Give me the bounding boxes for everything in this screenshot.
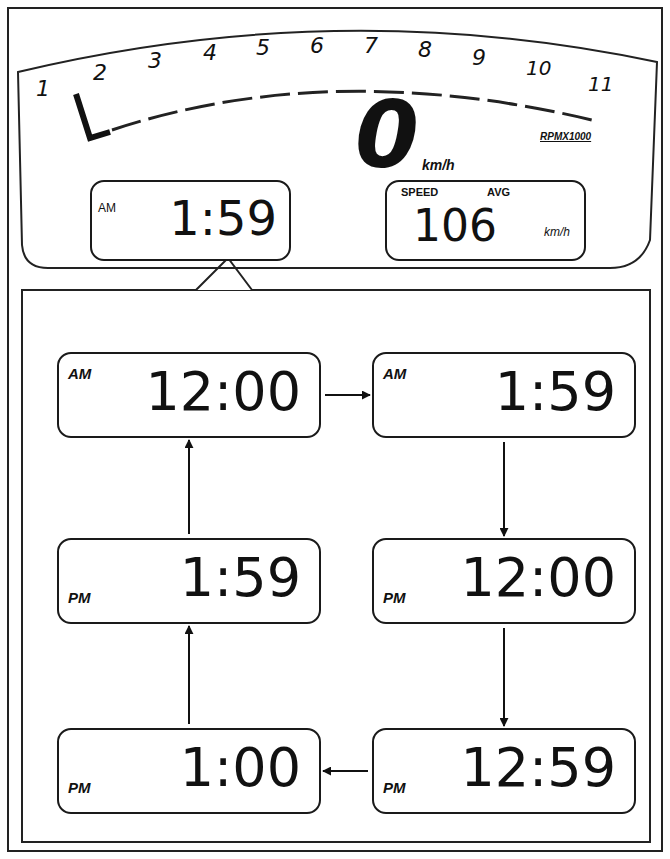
meridiem-mark: PM (383, 590, 406, 605)
speed-digit: 0 (355, 90, 419, 182)
tach-number: 4 (203, 42, 217, 64)
meridiem-mark: AM (383, 366, 406, 381)
time-digits: 1:59 (495, 365, 616, 419)
time-digits: 1:59 (180, 551, 301, 605)
speed-unit: km/h (544, 226, 570, 238)
tach-number: 10 (526, 58, 551, 78)
tach-number: 6 (310, 35, 324, 57)
flow-arrow (188, 626, 190, 724)
tach-number: 5 (256, 37, 270, 59)
flow-arrow (325, 394, 370, 396)
speed-value: 106 (413, 204, 497, 248)
meridiem-mark: AM (68, 366, 91, 381)
tach-number: 1 (36, 78, 50, 100)
speed-display: SPEED AVG 106 km/h (385, 180, 586, 261)
clock-display: AM 1:59 (90, 180, 291, 261)
outer-frame (8, 8, 662, 851)
time-digits: 12:59 (460, 741, 616, 795)
speed-unit: km/h (422, 158, 455, 172)
clock-panel: AM 1:59 (372, 352, 636, 438)
mode-label: AVG (487, 187, 510, 198)
tach-number: 2 (93, 62, 107, 84)
scale-unit: RPMX1000 (540, 132, 591, 142)
tach-number: 9 (472, 47, 486, 69)
flow-arrow (323, 770, 368, 772)
clock-panel: PM 12:59 (372, 728, 636, 814)
tach-number: 7 (364, 35, 378, 57)
meridiem-mark: AM (98, 202, 116, 214)
tach-needle-segment (76, 94, 110, 138)
time-digits: 1:59 (169, 194, 277, 242)
time-digits: 12:00 (460, 551, 616, 605)
clock-panel: PM 12:00 (372, 538, 636, 624)
flow-arrow (503, 442, 505, 536)
callout-frame (22, 290, 650, 842)
callout-leader (196, 258, 252, 290)
time-digits: 1:00 (180, 741, 301, 795)
cluster-housing (18, 31, 657, 268)
tach-number: 11 (588, 74, 613, 94)
flow-arrow (503, 628, 505, 726)
meridiem-mark: PM (383, 780, 406, 795)
tach-number: 8 (418, 39, 432, 61)
flow-arrow (188, 440, 190, 534)
clock-panel: PM 1:00 (57, 728, 321, 814)
clock-panel: AM 12:00 (57, 352, 321, 438)
mode-label: SPEED (401, 187, 438, 198)
meridiem-mark: PM (68, 780, 91, 795)
clock-panel: PM 1:59 (57, 538, 321, 624)
instrument-cluster: 0km/hAM1:59SPEEDAVG106km/h (10, 18, 665, 280)
meridiem-mark: PM (68, 590, 91, 605)
tach-scale (112, 91, 592, 130)
time-digits: 12:00 (145, 365, 301, 419)
tach-number: 3 (148, 50, 162, 72)
